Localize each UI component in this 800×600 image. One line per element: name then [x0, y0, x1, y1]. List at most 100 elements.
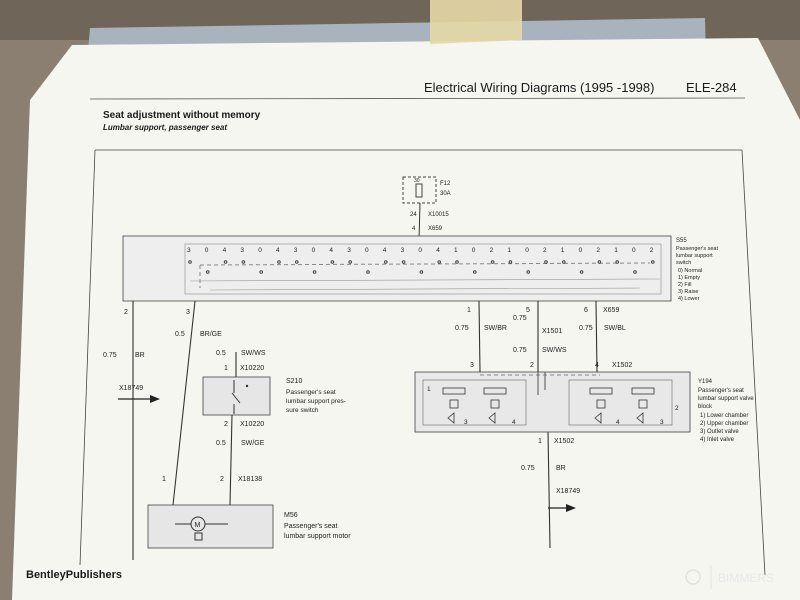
wire-br-right-color: BR	[556, 465, 566, 472]
motor-symbol-label: M	[195, 522, 201, 529]
y194-desc-1: lumbar support valve	[698, 396, 754, 402]
s55-contact-point	[651, 260, 655, 264]
valve-coil-2	[490, 399, 500, 409]
fuse-conn1-pin: 24	[410, 212, 417, 218]
wire-swws-mid-gauge-2: 0.75	[513, 347, 527, 354]
s55-pin-6: 6	[584, 307, 588, 314]
valve-coil-1	[449, 399, 459, 409]
s210-desc-2: sure switch	[286, 407, 319, 414]
s55-contact-point	[366, 270, 370, 274]
s55-contact-label: 0	[632, 247, 636, 254]
diagram-frame	[79, 149, 766, 576]
section-title: Seat adjustment without memory	[103, 110, 261, 121]
fuse-name: F12	[440, 181, 451, 187]
ground-right-arrow	[566, 504, 576, 512]
wire-swge-color: SW/GE	[241, 440, 265, 447]
s55-contact-label: 0	[418, 247, 422, 254]
fuse-feed-wire	[418, 202, 421, 241]
y194-id: Y194	[698, 379, 713, 385]
s55-contact-label: 3	[401, 247, 405, 254]
s55-contact-label: 2	[596, 247, 600, 254]
s55-contact-label: 1	[614, 247, 618, 254]
s55-contact-label: 4	[383, 247, 387, 254]
header-rule	[89, 97, 746, 100]
s55-contact-point	[295, 260, 299, 264]
valve-1	[442, 387, 466, 395]
s55-contact-label: 3	[187, 247, 191, 254]
s55-contact-point	[455, 260, 459, 264]
watermark-text: BIMMERS	[718, 571, 774, 585]
s55-contact-label: 4	[329, 247, 333, 254]
s55-desc-1: lumbar support	[676, 253, 713, 259]
valve-label-d: 3	[660, 419, 664, 426]
s55-contact-point	[562, 260, 566, 264]
s55-contact-point	[508, 260, 513, 264]
s55-contact-label: 0	[258, 247, 262, 254]
s55-contact-label: 3	[294, 247, 298, 254]
s55-desc-3: 0) Normal	[678, 268, 702, 274]
s55-contact-point	[241, 260, 246, 264]
y194-internal-1: 1	[427, 386, 431, 393]
s55-contact-point	[223, 260, 228, 264]
y194-pin-bottom: 1	[538, 438, 542, 445]
valve-label-b: 4	[512, 419, 516, 426]
s55-conn: X659	[603, 307, 619, 314]
s55-pin-1: 1	[467, 307, 471, 314]
s210-pin-top: 1	[224, 365, 228, 372]
s210-desc-0: Passenger's seat	[286, 389, 336, 396]
fuse-rating: 30A	[440, 191, 451, 197]
s55-contact-point	[330, 260, 335, 264]
s55-contact-label: 0	[579, 247, 583, 254]
s55-contact-label: 2	[543, 247, 547, 254]
s210-id: S210	[286, 378, 302, 385]
s55-contact-label: 0	[365, 247, 369, 254]
pressure-switch-s210	[202, 376, 271, 416]
valve-sym-1	[447, 412, 455, 424]
s55-contact-point	[401, 260, 406, 264]
valve-sym-2	[488, 412, 496, 424]
s55-desc-7: 4) Lower	[678, 296, 700, 302]
s55-contact-point	[437, 260, 442, 264]
fuse-conn1: X10015	[428, 212, 449, 218]
s55-id: S55	[676, 238, 687, 244]
publisher-logo-text: BentleyPublishers	[26, 569, 122, 581]
y194-desc-2: block	[698, 404, 713, 410]
s210-conn-bot: X10220	[240, 421, 264, 428]
s55-contact-point	[597, 260, 602, 264]
s55-contact-label: 1	[507, 247, 511, 254]
m56-desc-0: Passenger's seat	[284, 523, 338, 530]
valve-label-c: 4	[616, 419, 620, 426]
s55-contact-point	[579, 270, 584, 274]
header-title: Electrical Wiring Diagrams (1995 -1998)	[424, 80, 654, 95]
valve-coil-4	[638, 399, 648, 409]
y194-desc-6: 4) Inlet valve	[700, 437, 735, 443]
m56-pin-1: 1	[162, 476, 166, 483]
wire-br-left-gauge: 0.75	[103, 352, 117, 359]
tape-strip	[430, 0, 522, 44]
s55-contact-label: 1	[561, 247, 565, 254]
s55-contact-label: 0	[525, 247, 529, 254]
m56-id: M56	[284, 512, 298, 519]
wire-br-left-color: BR	[135, 352, 145, 359]
s55-contact-point	[384, 260, 388, 264]
s55-contact-label: 3	[240, 247, 244, 254]
s55-contact-label: 1	[454, 247, 458, 254]
s55-contact-point	[277, 260, 281, 264]
s55-contact-point	[206, 270, 210, 274]
s55-contact-label: 0	[205, 247, 209, 254]
s55-contact-point	[490, 260, 495, 264]
s55-desc-2: switch	[676, 260, 691, 266]
s55-contact-label: 2	[490, 247, 494, 254]
fuse-pin: 30	[414, 178, 420, 184]
watermark-logo-icon	[685, 569, 701, 585]
m56-desc-1: lumbar support motor	[284, 533, 351, 540]
wire-swbl-color: SW/BL	[604, 325, 626, 332]
valve-block-y194	[414, 371, 691, 433]
valve-sym-3	[594, 412, 602, 424]
conn-x1502-top: X1502	[612, 362, 632, 369]
s55-contact-point	[312, 270, 317, 274]
s55-contact-label: 0	[312, 247, 316, 254]
s55-contact-label: 0	[472, 247, 476, 254]
